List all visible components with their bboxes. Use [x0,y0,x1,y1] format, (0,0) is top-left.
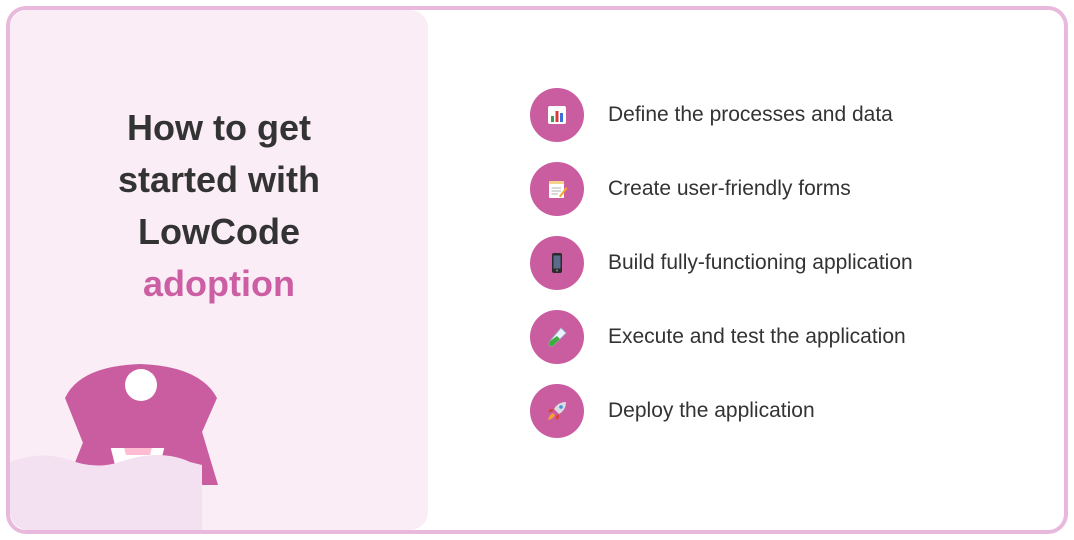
title-accent-word: adoption [143,263,295,304]
illustration-head-dot [125,369,157,401]
step-label: Execute and test the application [608,325,906,348]
illustration-cloud [10,455,202,530]
step-label: Define the processes and data [608,103,893,126]
test-tube-icon [530,310,584,364]
title-line-3: LowCode [138,211,300,252]
bar-chart-icon [530,88,584,142]
person-illustration [10,364,218,530]
step-label: Build fully-functioning application [608,251,913,274]
memo-icon [530,162,584,216]
title-line-2: started with [117,159,321,200]
info-card: How to get started with LowCode adoption [6,6,1068,534]
step-label: Deploy the application [608,399,815,422]
rocket-icon [530,384,584,438]
title-line-1: How to get [127,107,311,148]
title-panel: How to get started with LowCode adoption [10,10,428,530]
steps-list: Define the processes and data Create use… [530,88,913,458]
list-item: Create user-friendly forms [530,162,913,216]
list-item: Deploy the application [530,384,913,438]
step-label: Create user-friendly forms [608,177,851,200]
page-title: How to get started with LowCode adoption [10,102,428,310]
list-item: Build fully-functioning application [530,236,913,290]
list-item: Execute and test the application [530,310,913,364]
mobile-phone-icon [530,236,584,290]
illustration-hat [65,364,217,448]
list-item: Define the processes and data [530,88,913,142]
